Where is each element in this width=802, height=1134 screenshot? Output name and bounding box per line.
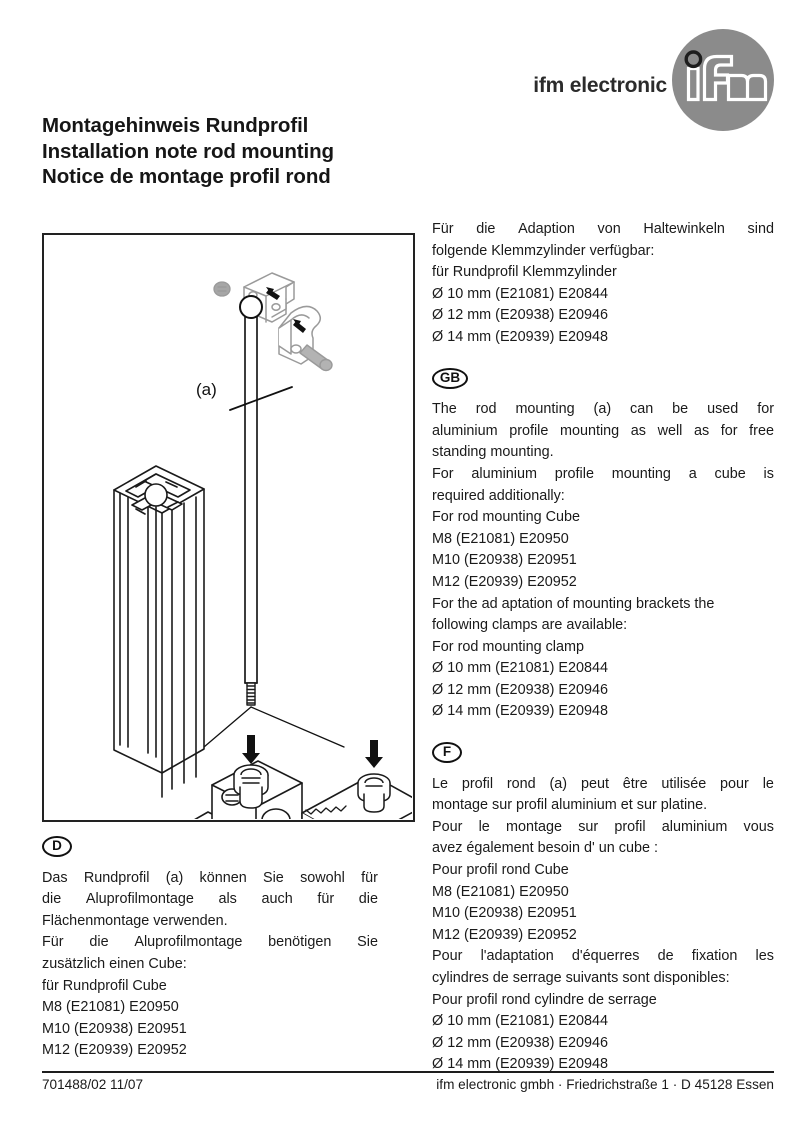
section-fr-table1-header: Pour profil rond Cube <box>432 862 569 879</box>
section-gb-table2-header: For rod mounting clamp <box>432 638 584 655</box>
section-fr-row-12: Ø 12 mm (E20938) E20946 <box>432 1034 608 1051</box>
section-de-para2-line2: zusätzlich einen Cube: <box>42 955 187 972</box>
section-fr-row-m8: M8 (E21081) E20950 <box>432 883 569 900</box>
section-fr-table2-header: Pour profil rond cylindre de serrage <box>432 991 657 1008</box>
section-fr-row-m10: M10 (E20938) E20951 <box>432 905 577 922</box>
section-fr-para3-line2: cylindres de serrage suivants sont dispo… <box>432 970 730 986</box>
footer-doc-number: 701488/02 11/07 <box>42 1077 144 1092</box>
section-de-row-m12: M12 (E20939) E20952 <box>42 1042 187 1059</box>
section-gb-para3-line1: For the ad aptation of mounting brackets… <box>432 595 715 612</box>
section-de-row-m8: M8 (E21081) E20950 <box>42 999 179 1016</box>
brand-wordmark: ifm electronic <box>533 74 667 97</box>
intro-de-table-header: für Rundprofil Klemmzylinder <box>432 264 617 281</box>
section-fr-para1-line2: montage sur profil aluminium et sur plat… <box>432 797 708 814</box>
section-fr-para2-line2: avez également besoin d' un cube : <box>432 840 658 857</box>
page-title-fr: Notice de montage profil rond <box>42 165 331 188</box>
section-gb-row-m10: M10 (E20938) E20951 <box>432 552 577 569</box>
country-badge-fr-icon: F <box>432 742 462 764</box>
intro-de-line2: folgende Klemmzylinder verfügbar: <box>432 242 655 259</box>
section-gb-row-14: Ø 14 mm (E20939) E20948 <box>432 703 608 720</box>
svg-text:(a): (a) <box>196 380 217 399</box>
section-gb-row-12: Ø 12 mm (E20938) E20946 <box>432 681 608 698</box>
country-badge-gb-icon: GB <box>432 367 468 389</box>
country-badge-de-icon: D <box>42 836 72 857</box>
section-fr-row-m12: M12 (E20939) E20952 <box>432 926 577 943</box>
intro-de-row-10: Ø 10 mm (E21081) E20844 <box>432 285 608 302</box>
section-gb-table1-header: For rod mounting Cube <box>432 509 580 526</box>
section-gb-para2-line2: required additionally: <box>432 487 565 504</box>
section-fr-row-14: Ø 14 mm (E20939) E20948 <box>432 1056 608 1073</box>
page-title: Montagehinweis Rundprofil Installation n… <box>42 113 462 190</box>
footer-divider <box>42 1071 774 1073</box>
section-gb-para3-line2: following clamps are available: <box>432 617 628 634</box>
rod-mounting-assembly-illustration: (a) <box>42 233 415 822</box>
section-gb-row-10: Ø 10 mm (E21081) E20844 <box>432 660 608 677</box>
footer-company-address: ifm electronic gmbh · Friedrichstraße 1 … <box>436 1077 774 1092</box>
page-title-de: Montagehinweis Rundprofil <box>42 114 309 137</box>
intro-de-row-14: Ø 14 mm (E20939) E20948 <box>432 328 608 345</box>
section-fr-row-10: Ø 10 mm (E21081) E20844 <box>432 1013 608 1030</box>
section-de-para1-line3: Flächenmontage verwenden. <box>42 912 228 929</box>
section-gb-row-m12: M12 (E20939) E20952 <box>432 573 577 590</box>
section-de-table-header: für Rundprofil Cube <box>42 977 167 994</box>
footer: 701488/02 11/07 ifm electronic gmbh · Fr… <box>42 1077 774 1097</box>
page-title-en: Installation note rod mounting <box>42 139 334 163</box>
intro-de-row-12: Ø 12 mm (E20938) E20946 <box>432 307 608 324</box>
section-de-row-m10: M10 (E20938) E20951 <box>42 1020 187 1037</box>
ifm-logo-icon <box>671 28 775 132</box>
brand-logo: ifm electronic <box>525 28 775 132</box>
section-gb-para1-line3: standing mounting. <box>432 444 554 461</box>
section-gb-row-m8: M8 (E21081) E20950 <box>432 530 569 547</box>
